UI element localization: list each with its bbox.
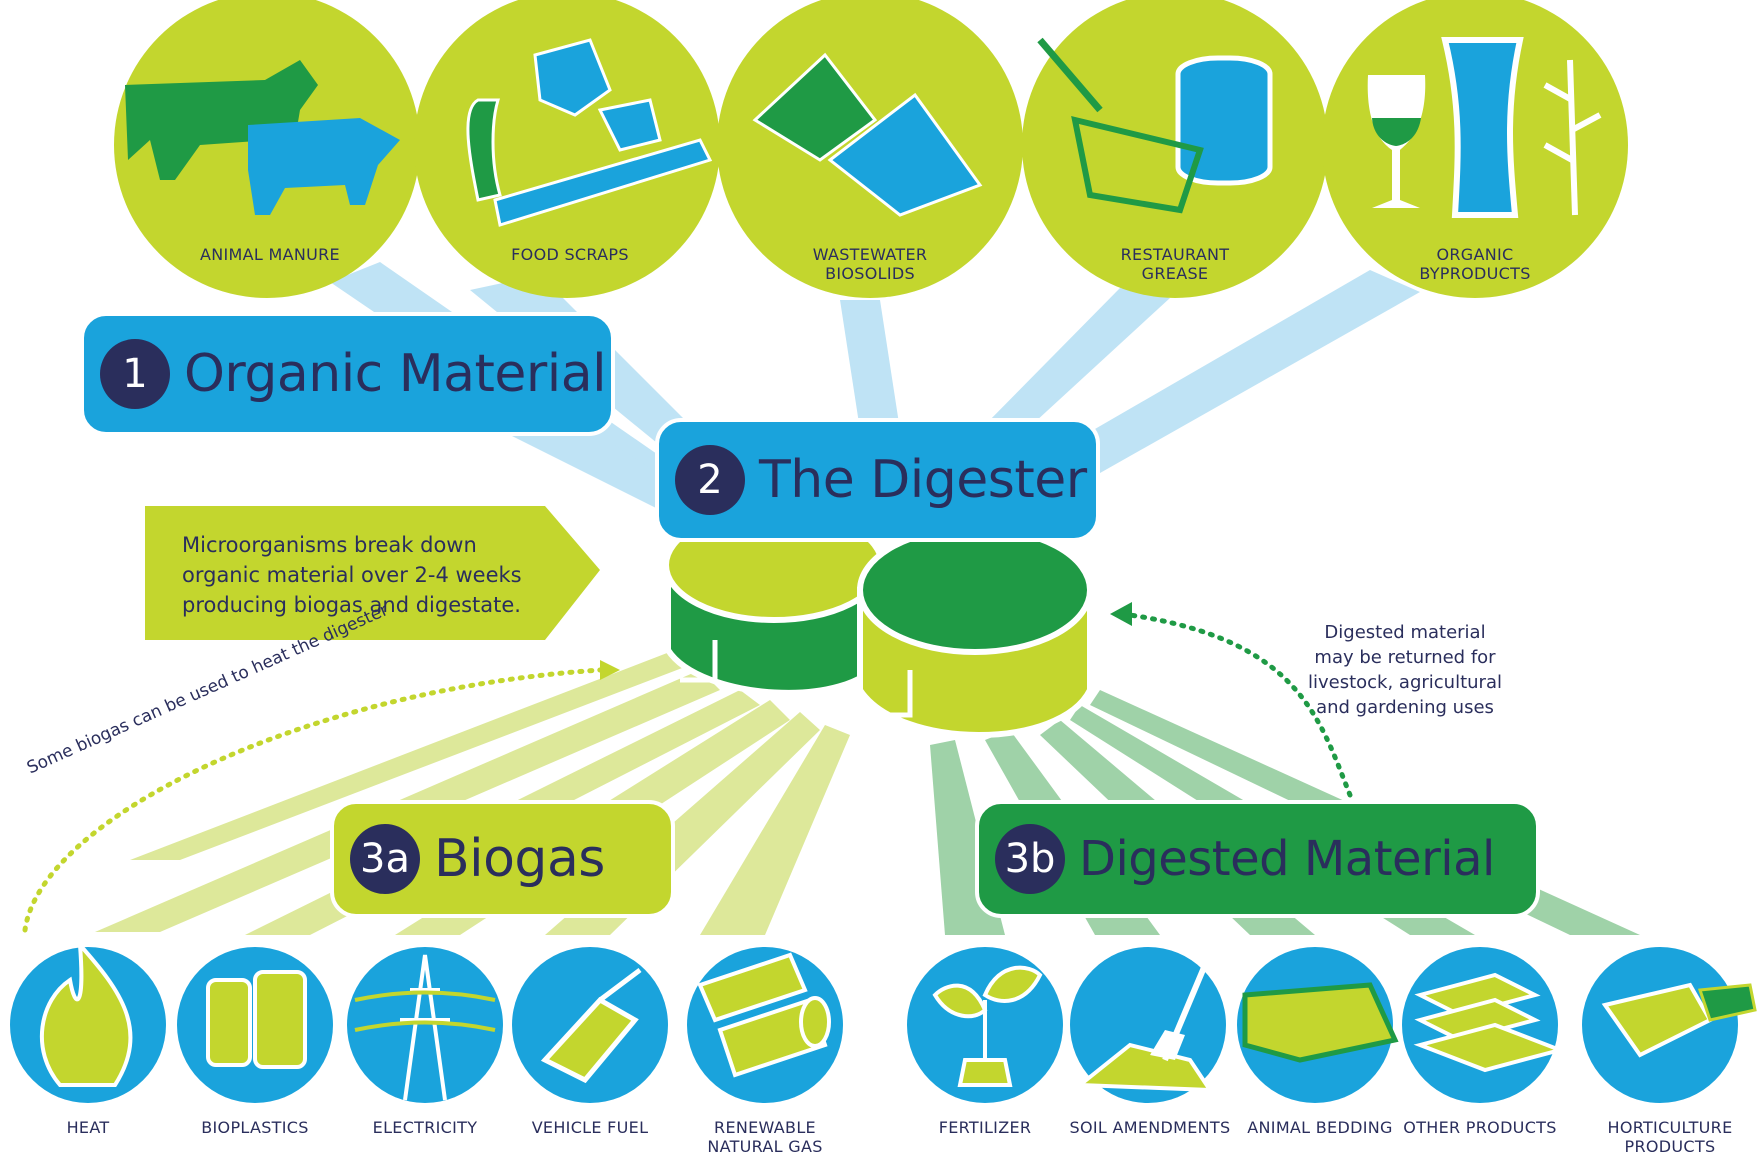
cow-pig-icon	[125, 60, 400, 215]
output-label-bioplastics: BIOPLASTICS	[201, 1118, 309, 1137]
step-3a-biogas: 3a Biogas	[330, 800, 675, 918]
output-label-other-products: OTHER PRODUCTS	[1403, 1118, 1557, 1137]
input-label-wastewater-biosolids: WASTEWATER BIOSOLIDS	[812, 245, 928, 283]
output-label-soil-amendments: SOIL AMENDMENTS	[1069, 1118, 1231, 1137]
output-label-vehicle-fuel: VEHICLE FUEL	[531, 1118, 649, 1137]
input-circle-restaurant-grease	[1022, 0, 1328, 298]
output-circle-heat	[10, 939, 166, 1103]
food-scraps-icon	[466, 38, 713, 227]
ray-organic-material	[500, 410, 700, 520]
fuel-nozzle-icon	[540, 968, 642, 1084]
input-label-organic-byproducts: ORGANIC BYPRODUCTS	[1419, 245, 1531, 283]
step-1-title: Organic Material	[184, 344, 607, 404]
input-circle-food-scraps	[414, 0, 720, 298]
step-3b-digested-material: 3b Digested Material	[975, 800, 1540, 918]
input-label-restaurant-grease: RESTAURANT GREASE	[1120, 245, 1230, 283]
note-digested-return: Digested material may be returned for li…	[1307, 622, 1502, 718]
output-label-electricity: ELECTRICITY	[372, 1118, 478, 1137]
step-1-organic-material: 1 Organic Material	[80, 312, 615, 436]
step-2-number: 2	[675, 445, 745, 515]
output-circle-fertilizer	[907, 947, 1063, 1103]
step-1-number: 1	[100, 339, 170, 409]
input-circle-organic-byproducts	[1322, 0, 1628, 298]
pipes-icon	[697, 952, 831, 1078]
input-circle-animal-manure	[114, 0, 420, 298]
ray-byproducts	[1050, 270, 1420, 490]
input-circle-wastewater-biosolids	[717, 0, 1023, 298]
description-arrow-box	[145, 506, 600, 640]
shovel-soil-icon	[1074, 963, 1214, 1093]
bedding-icon	[1242, 982, 1399, 1063]
output-label-animal-bedding: ANIMAL BEDDING	[1247, 1118, 1393, 1137]
biogas-heat-arrow	[22, 667, 603, 933]
step-3b-title: Digested Material	[1079, 831, 1495, 887]
output-label-horticulture: HORTICULTURE PRODUCTS	[1607, 1118, 1733, 1156]
digester-description: Microorganisms break down organic materi…	[182, 533, 522, 617]
ray-biosolids	[840, 300, 900, 430]
digested-return-arrow	[1127, 612, 1353, 798]
ray-grease	[980, 288, 1170, 445]
bottles-icon	[206, 970, 307, 1069]
output-circle-bioplastics	[177, 947, 333, 1103]
digester-tank-right	[857, 525, 1093, 738]
biosolids-piles-icon	[752, 52, 983, 217]
step-3a-title: Biogas	[434, 829, 605, 889]
output-circle-animal-bedding	[1237, 947, 1399, 1103]
output-label-fertilizer: FERTILIZER	[938, 1118, 1032, 1137]
step-3a-number: 3a	[350, 824, 420, 894]
bricks-icon	[1413, 972, 1567, 1073]
input-label-food-scraps: FOOD SCRAPS	[511, 245, 629, 264]
sprout-icon	[932, 965, 1043, 1087]
digested-return-arrowhead	[1110, 602, 1132, 626]
step-2-title: The Digester	[759, 450, 1087, 510]
input-label-animal-manure: ANIMAL MANURE	[200, 245, 340, 264]
flame-icon	[39, 939, 133, 1087]
power-tower-icon	[354, 954, 496, 1101]
output-label-natural-gas: RENEWABLE NATURAL GAS	[707, 1118, 823, 1156]
output-circle-electricity	[347, 947, 503, 1103]
dotted-arrows	[22, 602, 1353, 933]
planter-icon	[1601, 982, 1757, 1058]
ray-natural-gas	[700, 725, 850, 935]
output-circle-horticulture	[1582, 947, 1757, 1103]
ray-heat-2	[130, 648, 690, 860]
output-circle-vehicle-fuel	[512, 947, 668, 1103]
output-circle-other-products	[1402, 947, 1567, 1103]
output-circle-soil-amendments	[1070, 947, 1226, 1103]
wine-beer-plant-icon	[1367, 37, 1602, 218]
step-2-digester: 2 The Digester	[655, 418, 1100, 542]
output-label-heat: HEAT	[66, 1118, 110, 1137]
fryer-basket-grease-icon	[1037, 37, 1273, 214]
biogas-heat-arrowhead	[600, 660, 620, 680]
step-3b-number: 3b	[995, 824, 1065, 894]
output-circle-natural-gas	[687, 947, 843, 1103]
